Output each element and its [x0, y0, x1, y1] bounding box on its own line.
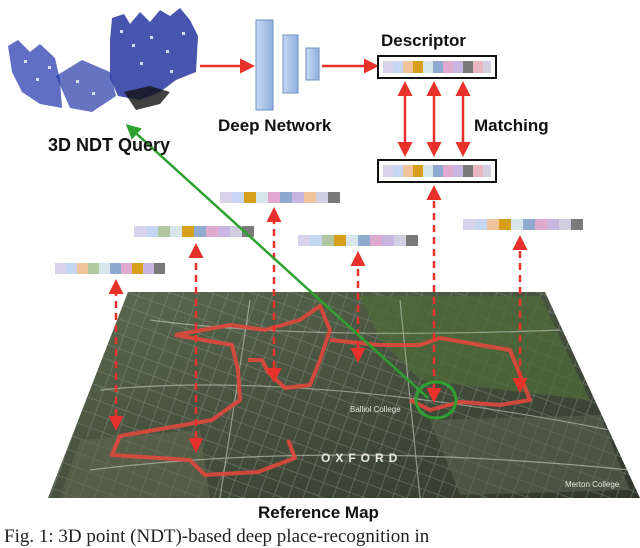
map-descriptor-1	[55, 263, 165, 274]
map-label-oxford: OXFORD	[321, 451, 402, 465]
map-to-descriptor-arrows	[108, 185, 528, 453]
reference-map-label: Reference Map	[258, 503, 379, 522]
query-label: 3D NDT Query	[48, 135, 171, 155]
reference-descriptor	[377, 159, 497, 183]
map-label-merton: Merton College	[565, 480, 620, 489]
map-descriptor-2	[134, 226, 254, 237]
figure-caption: Fig. 1: 3D point (NDT)-based deep place-…	[4, 526, 430, 547]
map-label-balliol: Balliol College	[350, 405, 401, 414]
matching-arrows	[397, 81, 471, 157]
map-descriptor-4	[298, 235, 418, 246]
ndt-point-cloud	[8, 8, 198, 112]
localization-arrow	[125, 123, 429, 399]
query-descriptor	[377, 55, 497, 79]
descriptor-label: Descriptor	[381, 31, 467, 50]
localization-circle	[414, 380, 458, 420]
map-descriptor-5	[463, 219, 583, 230]
matching-label: Matching	[474, 116, 549, 135]
map-descriptor-3	[220, 192, 340, 203]
network-label: Deep Network	[218, 116, 332, 135]
deep-network-icon	[255, 19, 320, 111]
